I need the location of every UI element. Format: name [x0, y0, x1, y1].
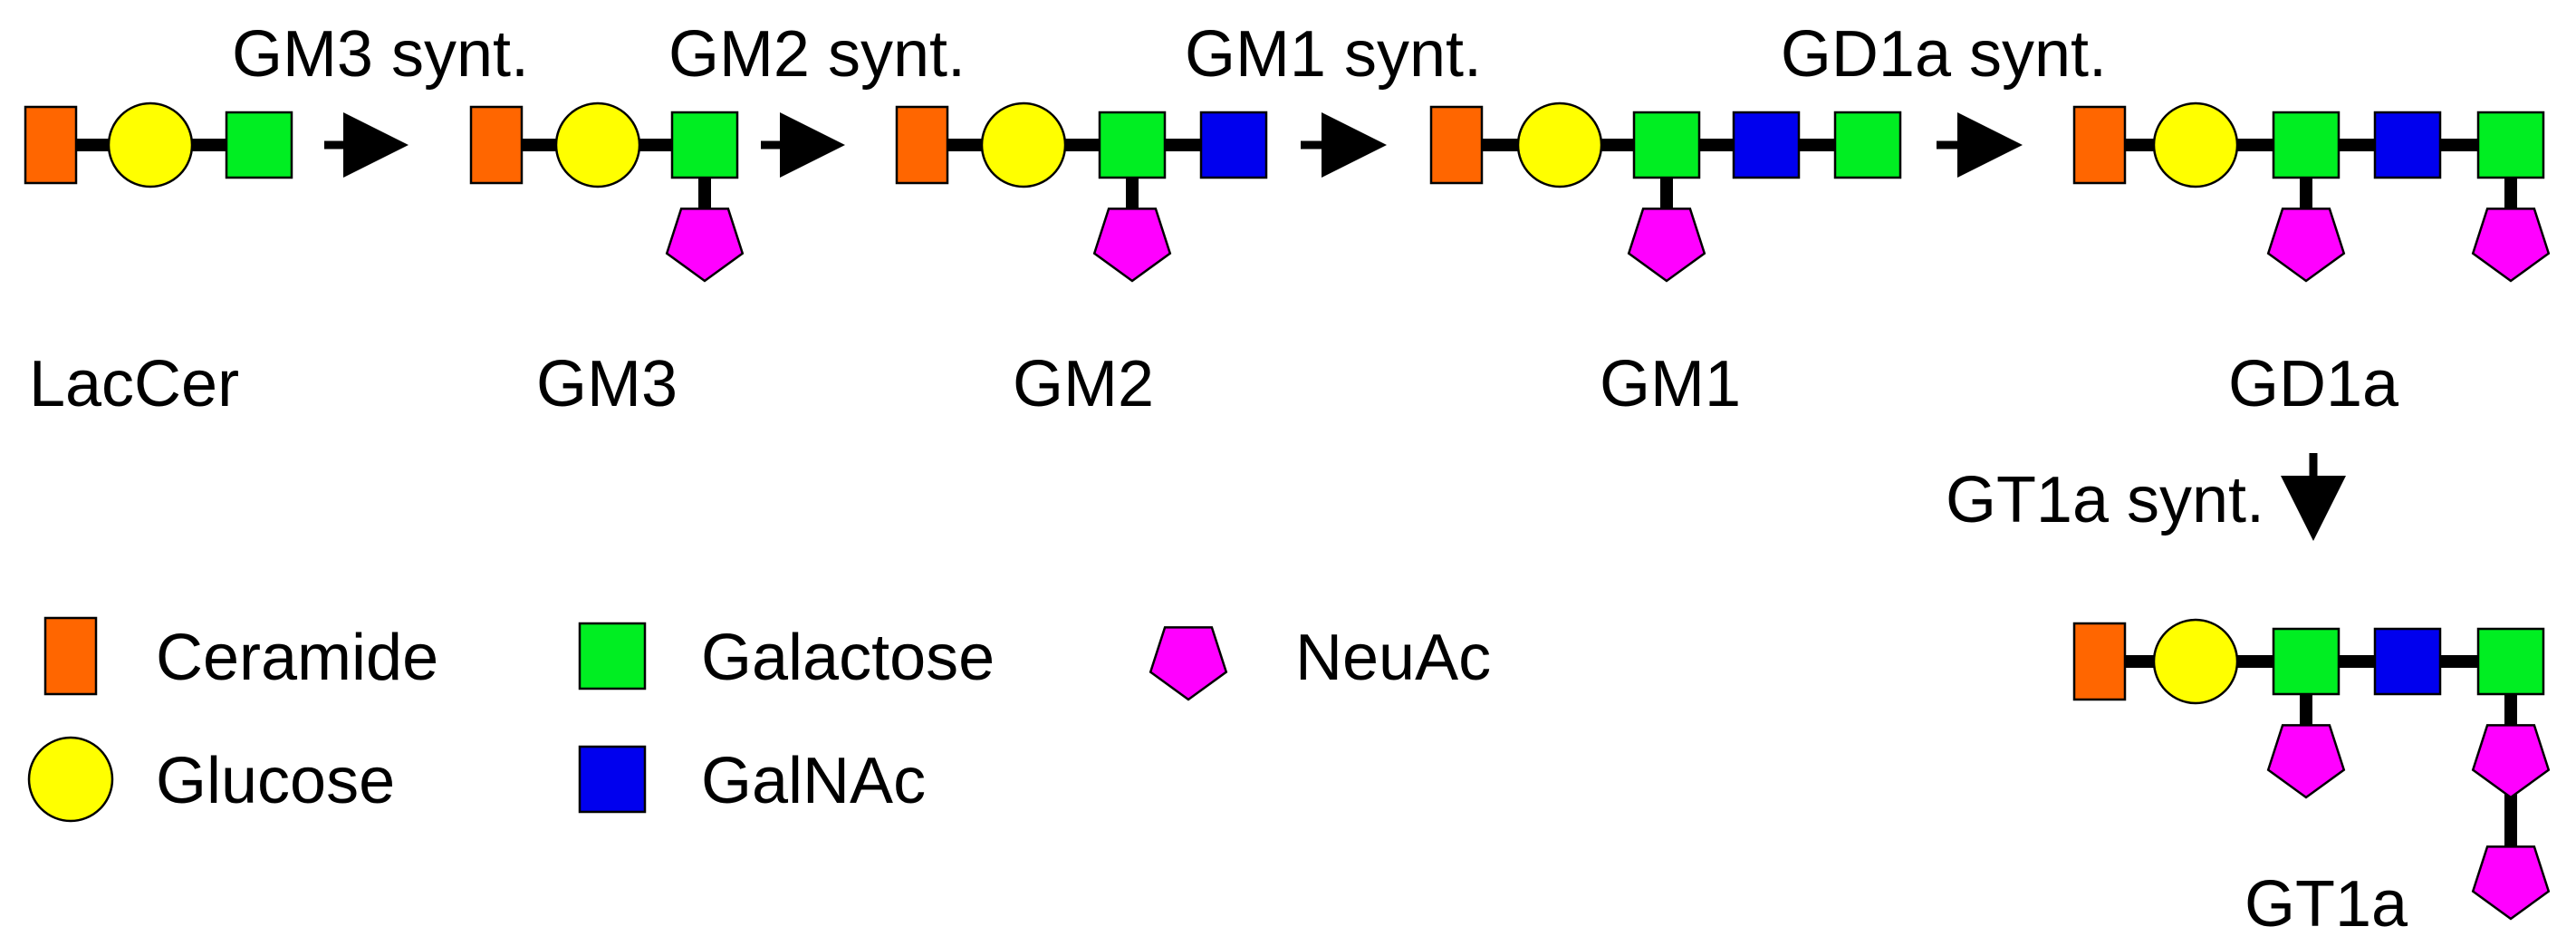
- neuac-symbol: [1627, 208, 1706, 283]
- ceramide-symbol: [24, 105, 78, 185]
- galactose-symbol: [2476, 627, 2545, 696]
- galactose-symbol: [578, 622, 647, 690]
- ceramide-symbol: [2072, 105, 2127, 185]
- legend-label-glucose: Glucose: [156, 745, 395, 817]
- step-label-gm1-synthase: GM1 synt.: [1185, 18, 1482, 91]
- glucose-symbol: [27, 736, 114, 823]
- legend-label-galactose: Galactose: [701, 622, 995, 694]
- legend: [27, 616, 1228, 823]
- compound-label-gm3: GM3: [536, 348, 678, 420]
- laccer-structure: [24, 101, 293, 188]
- glucose-symbol: [1516, 101, 1603, 188]
- reaction-arrows: [324, 112, 2346, 541]
- ceramide-symbol: [895, 105, 949, 185]
- gt1a-structure: [2072, 618, 2551, 921]
- ceramide-symbol: [1429, 105, 1484, 185]
- galnac-symbol: [2373, 627, 2442, 696]
- glucose-symbol: [980, 101, 1067, 188]
- ceramide-symbol: [469, 105, 524, 185]
- legend-label-neuac: NeuAc: [1295, 622, 1491, 694]
- step-label-gt1a-synthase: GT1a synt.: [1946, 464, 2264, 536]
- neuac-symbol: [2266, 208, 2346, 283]
- neuac-symbol: [1149, 626, 1228, 701]
- legend-label-galnac: GalNAc: [701, 745, 926, 817]
- gm1-structure: [1429, 101, 1902, 283]
- galactose-symbol: [2476, 111, 2545, 179]
- step-label-gd1a-synthase: GD1a synt.: [1781, 18, 2107, 91]
- gd1a-structure: [2072, 101, 2551, 283]
- neuac-symbol: [2471, 724, 2551, 799]
- ceramide-symbol: [43, 616, 98, 696]
- ceramide-symbol: [2072, 622, 2127, 701]
- neuac-symbol: [2471, 208, 2551, 283]
- glucose-symbol: [2152, 101, 2239, 188]
- galactose-symbol: [1833, 111, 1902, 179]
- galnac-symbol: [578, 745, 647, 814]
- galactose-symbol: [1098, 111, 1167, 179]
- compound-label-gd1a: GD1a: [2228, 348, 2399, 420]
- galactose-symbol: [670, 111, 739, 179]
- compound-label-gm1: GM1: [1600, 348, 1741, 420]
- glucose-symbol: [2152, 618, 2239, 705]
- glucose-symbol: [554, 101, 641, 188]
- galactose-symbol: [2272, 111, 2341, 179]
- galactose-symbol: [2272, 627, 2341, 696]
- step-label-gm3-synthase: GM3 synt.: [232, 18, 529, 91]
- gm3-structure: [469, 101, 745, 283]
- galactose-symbol: [1632, 111, 1701, 179]
- galnac-symbol: [1732, 111, 1801, 179]
- compound-label-gm2: GM2: [1013, 348, 1154, 420]
- galnac-symbol: [1199, 111, 1268, 179]
- legend-label-ceramide: Ceramide: [156, 622, 438, 694]
- compound-label-gt1a: GT1a: [2244, 868, 2408, 941]
- gm2-structure: [895, 101, 1268, 283]
- neuac-symbol: [1092, 208, 1172, 283]
- galactose-symbol: [225, 111, 293, 179]
- compound-label-laccer: LacCer: [29, 348, 239, 420]
- neuac-symbol: [665, 208, 745, 283]
- neuac-symbol: [2471, 845, 2551, 921]
- neuac-symbol: [2266, 724, 2346, 799]
- step-label-gm2-synthase: GM2 synt.: [668, 18, 966, 91]
- glucose-symbol: [107, 101, 194, 188]
- galnac-symbol: [2373, 111, 2442, 179]
